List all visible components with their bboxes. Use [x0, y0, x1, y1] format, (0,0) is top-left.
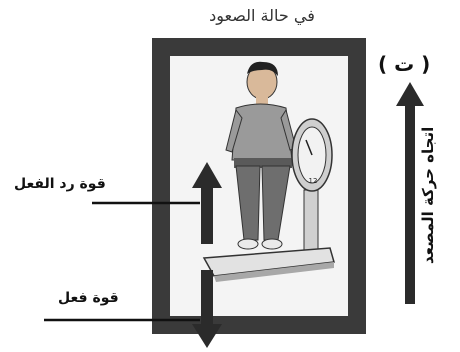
motion-direction-arrow [396, 82, 424, 304]
scale-dial-number: 12 [309, 177, 318, 185]
